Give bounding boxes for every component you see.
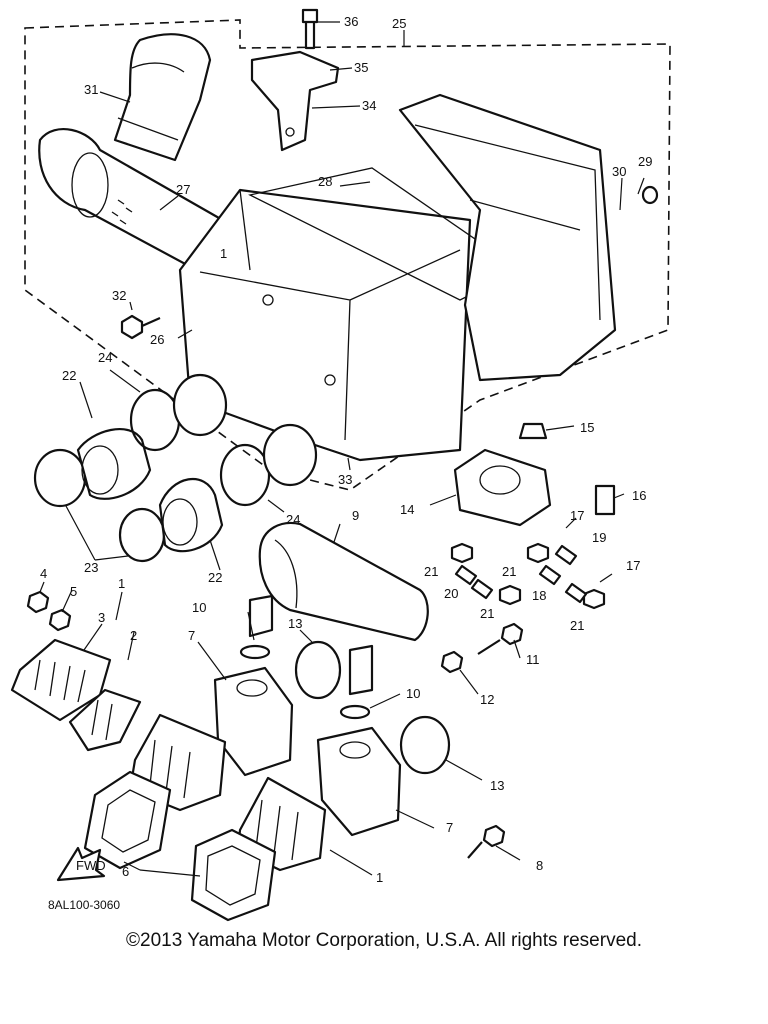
callout-36: 36 [344,14,358,29]
air-box-cover [398,93,617,382]
callout-1-top: 1 [118,576,125,591]
o-ring-10b [339,704,371,720]
callout-21c: 21 [480,606,494,621]
clamp-23a [33,448,87,508]
callout-8: 8 [536,858,543,873]
clamp-23b [118,507,166,563]
grommet [641,185,659,205]
callout-14: 14 [400,502,414,517]
callout-33: 33 [338,472,352,487]
callout-27: 27 [176,182,190,197]
leader-lines [39,21,645,877]
screw-4 [26,590,50,614]
callout-numbers: 1 1 1 2 3 4 5 6 7 7 8 9 10 10 11 12 13 1… [40,14,652,885]
callout-18: 18 [532,588,546,603]
o-ring-10a [239,644,271,660]
callout-2: 2 [130,628,137,643]
callout-12: 12 [480,692,494,707]
callout-26: 26 [150,332,164,347]
callout-31: 31 [84,82,98,97]
callout-22a: 22 [62,368,76,383]
clamp-24a [129,388,181,452]
mount-bracket [250,50,340,152]
callout-15: 15 [580,420,594,435]
intake-manifold-7b [316,726,402,837]
callout-29: 29 [638,154,652,169]
gasket-6b [190,828,277,922]
copyright-notice: ©2013 Yamaha Motor Corporation, U.S.A. A… [126,930,642,951]
callout-4: 4 [40,566,47,581]
callout-13a: 13 [288,616,302,631]
callout-9: 9 [352,508,359,523]
callout-21a: 21 [424,564,438,579]
air-box-port-a [172,373,228,437]
exploded-parts-diagram: FWD [10,8,671,922]
assembly-boundary [24,19,671,491]
callout-13b: 13 [490,778,504,793]
callout-21d: 21 [570,618,584,633]
callout-6: 6 [122,864,129,879]
callout-24b: 24 [286,512,300,527]
air-box-port-b [262,423,318,487]
front-direction-arrow [56,846,106,882]
callout-10b: 10 [406,686,420,701]
bolt-11 [477,622,524,655]
valve-plate [453,448,552,527]
clamp-13a [294,640,342,700]
cap-15 [518,422,548,440]
bolt-36 [301,8,319,50]
nut-12 [440,650,464,674]
callout-16: 16 [632,488,646,503]
callout-1-bottom: 1 [376,870,383,885]
callout-19: 19 [592,530,606,545]
callout-7a: 7 [188,628,195,643]
callout-5: 5 [70,584,77,599]
callout-1-mid: 1 [220,246,227,261]
callout-7b: 7 [446,820,453,835]
callout-17a: 17 [570,508,584,523]
callout-11: 11 [526,652,540,667]
bolt-8 [467,824,506,859]
clamp-13b [399,715,451,775]
washer-5 [48,608,72,632]
intake-manifold-7a [213,666,294,777]
callout-24a: 24 [98,350,112,365]
callout-22b: 22 [208,570,222,585]
carburetor-joint-22b [158,477,224,553]
callout-20: 20 [444,586,458,601]
front-direction-label: FWD [76,858,106,873]
intake-duct-elbow [113,33,212,162]
callout-35: 35 [354,60,368,75]
drawing-code: 8AL100-3060 [48,898,121,912]
callout-21b: 21 [502,564,516,579]
callout-17b: 17 [626,558,640,573]
callout-3: 3 [98,610,105,625]
callout-25: 25 [392,16,406,31]
callout-32: 32 [112,288,126,303]
bolt-32 [120,314,161,340]
plug-16 [594,484,616,516]
gasket-6a [83,770,172,870]
clamp-24b [219,443,271,507]
callout-30: 30 [612,164,626,179]
intake-plenum [258,521,429,642]
callout-10a: 10 [192,600,206,615]
callout-28: 28 [318,174,332,189]
reed-petal-2 [68,688,142,752]
callout-23: 23 [84,560,98,575]
callout-34: 34 [362,98,376,113]
